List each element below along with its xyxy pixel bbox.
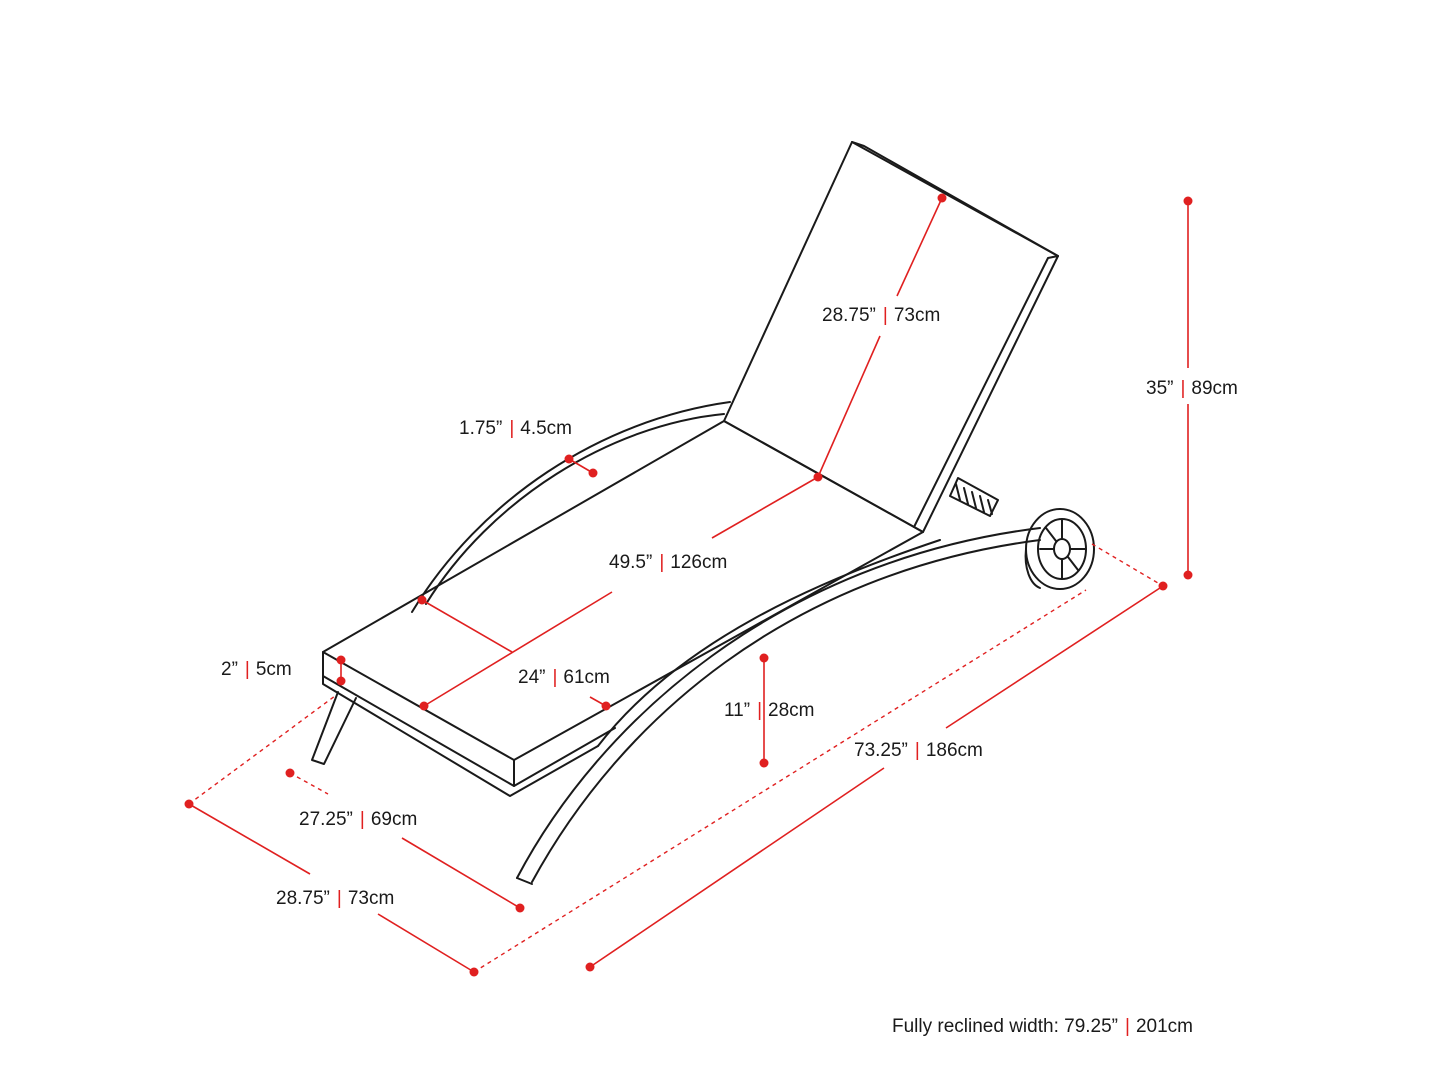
- dim-seat-height-dot-a: [759, 653, 769, 663]
- wheel-hub: [1053, 538, 1071, 560]
- label-inner-width: 27.25”|69cm: [299, 809, 417, 830]
- dim-width-dot-b: [469, 967, 479, 977]
- seat-cushion-front: [322, 651, 515, 787]
- dim-inner-width-dot-a: [285, 768, 295, 778]
- dimension-labels: 28.75”|73cm 35”|89cm 1.75”|4.5cm 49.5”|1…: [221, 305, 1238, 1037]
- label-cushion-thickness: 2”|5cm: [221, 659, 292, 680]
- label-backrest-length: 28.75”|73cm: [822, 305, 940, 326]
- backrest-edge: [851, 141, 1059, 257]
- left-armrest-outer: [411, 401, 731, 613]
- dim-seat-length-line-upper: [711, 476, 819, 539]
- dim-length-dot-bottom: [585, 962, 595, 972]
- dim-length-line-lower: [589, 767, 885, 968]
- dim-cushion-thickness-dot-a: [336, 655, 346, 665]
- chaise-lounge-drawing: [311, 141, 1095, 885]
- dim-cushion-width-line: [421, 599, 513, 653]
- dim-inner-width-dot-b: [515, 903, 525, 913]
- dim-width-line-upper: [188, 803, 311, 875]
- wheel-rim-side: [1024, 548, 1041, 589]
- left-armrest-inner: [425, 413, 725, 605]
- seat-cushion-top: [322, 420, 924, 761]
- adjuster-teeth: [955, 483, 993, 515]
- label-seat-height: 11”|28cm: [724, 700, 814, 721]
- dim-cushion-width-dot-b: [601, 701, 611, 711]
- dim-inner-width-line: [401, 837, 521, 909]
- label-overall-width: 28.75”|73cm: [276, 888, 394, 909]
- dim-height-dot-bottom: [1183, 570, 1193, 580]
- dim-width-dash-bottom: [473, 589, 1087, 973]
- backrest-side: [913, 255, 1059, 528]
- dim-width-dash-left: [188, 695, 336, 805]
- dim-seat-length-line-lower: [423, 591, 613, 707]
- dim-armrest-dot-a: [564, 454, 574, 464]
- label-seat-length: 49.5”|126cm: [609, 552, 727, 573]
- dim-backrest-dot-top: [937, 193, 947, 203]
- dim-inner-width-dash: [289, 772, 329, 795]
- dim-armrest-line: [568, 458, 594, 474]
- dim-length-dash: [1091, 543, 1164, 587]
- dim-length-dot-top: [1158, 581, 1168, 591]
- right-armrest-inner: [531, 539, 1041, 883]
- inner-frame-arc: [597, 539, 941, 747]
- right-armrest-outer: [516, 527, 1041, 879]
- dimension-lines: [184, 193, 1193, 977]
- dim-cushion-width-dot-a: [417, 595, 427, 605]
- label-reclined-width-note: Fully reclined width: 79.25”|201cm: [892, 1016, 1193, 1037]
- dim-seat-length-dot-bottom: [419, 701, 429, 711]
- right-armrest-end: [516, 877, 533, 885]
- label-overall-height: 35”|89cm: [1146, 378, 1238, 399]
- dim-width-line-lower: [377, 913, 475, 973]
- backrest-adjuster: [949, 477, 999, 517]
- seat-frame-rail: [322, 675, 599, 797]
- label-armrest-thickness: 1.75”|4.5cm: [459, 418, 572, 439]
- wheel-spokes: [1039, 518, 1087, 580]
- label-overall-length: 73.25”|186cm: [854, 740, 983, 761]
- dim-cushion-thickness-dot-b: [336, 676, 346, 686]
- dim-width-dot-a: [184, 799, 194, 809]
- label-cushion-width: 24”|61cm: [518, 667, 610, 688]
- dim-backrest-line-lower: [817, 335, 881, 478]
- front-leg-left: [311, 691, 357, 765]
- dim-length-line-upper: [945, 585, 1164, 729]
- dim-armrest-dot-b: [588, 468, 598, 478]
- seat-cushion-side: [513, 727, 616, 787]
- dim-seat-height-dot-b: [759, 758, 769, 768]
- dim-backrest-line-upper: [896, 197, 943, 297]
- dim-height-dot-top: [1183, 196, 1193, 206]
